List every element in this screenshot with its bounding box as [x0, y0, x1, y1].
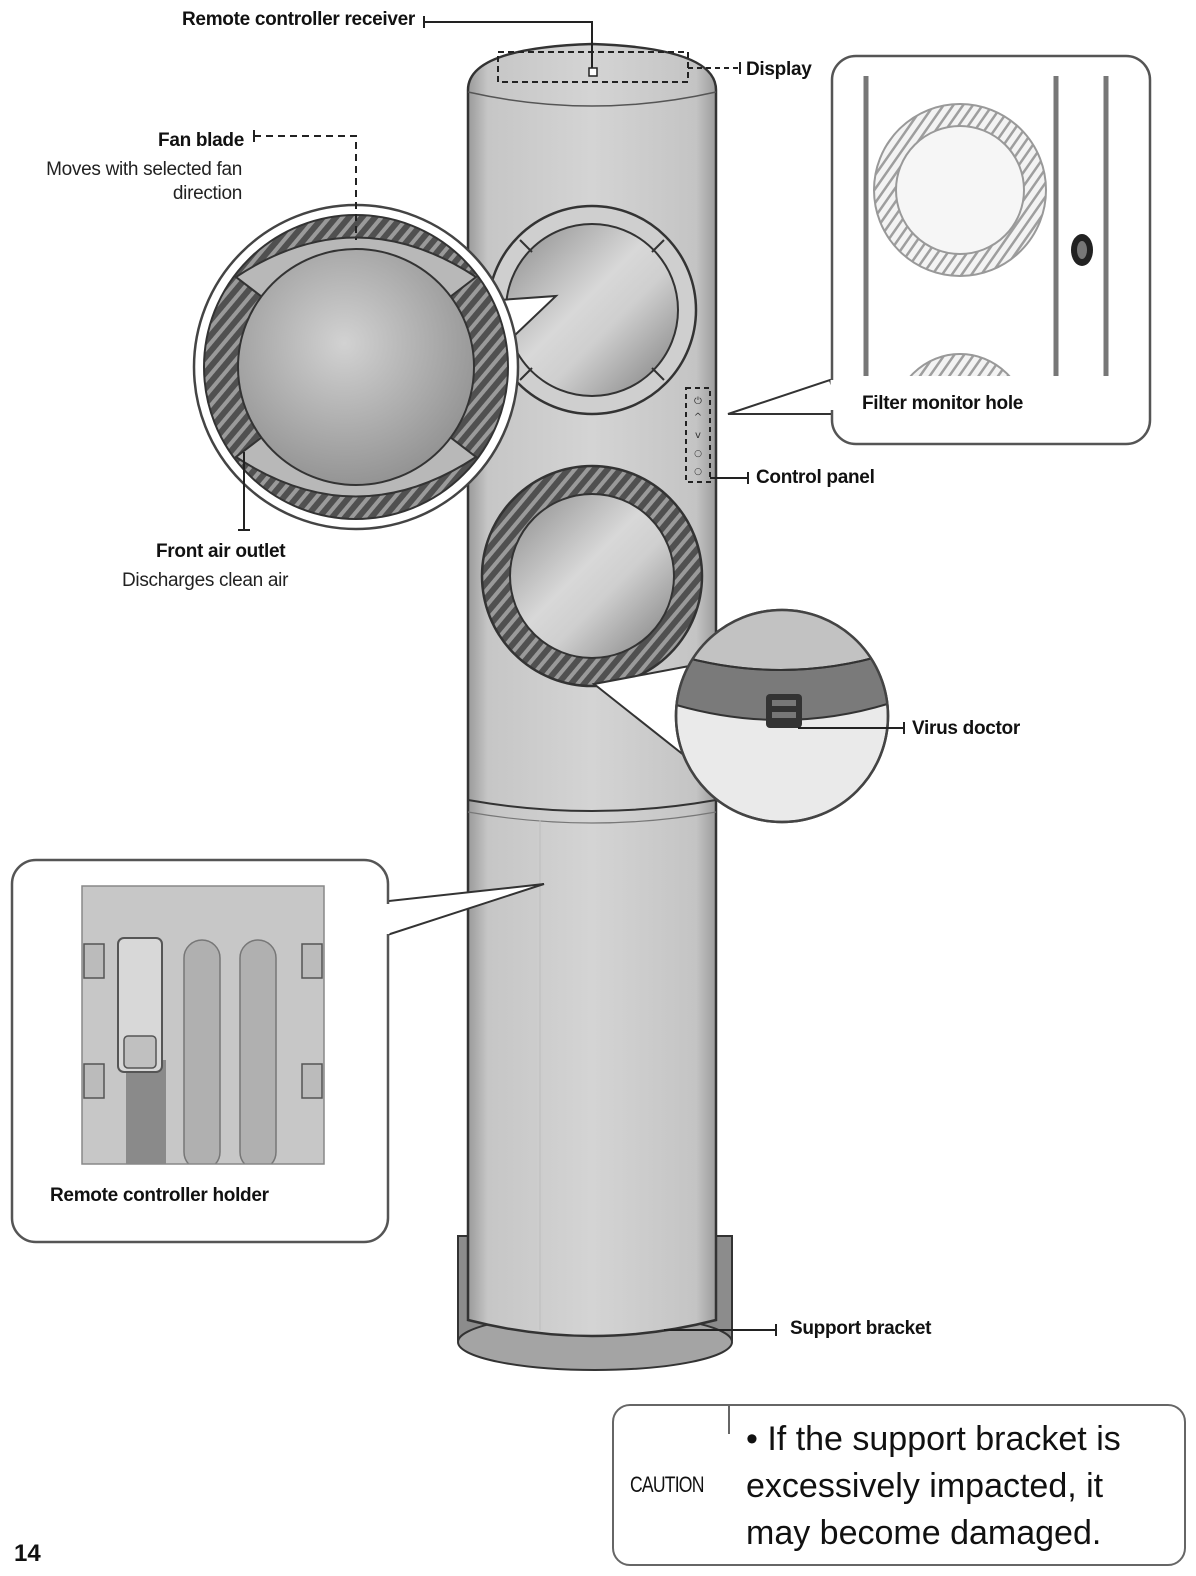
- label-control-panel: Control panel: [756, 467, 875, 488]
- caution-text: • If the support bracket is excessively …: [746, 1420, 1121, 1552]
- label-remote-controller-receiver: Remote controller receiver: [182, 9, 415, 30]
- label-front-air-outlet: Front air outlet: [156, 541, 286, 562]
- label-front-air-outlet-desc: Discharges clean air: [122, 570, 289, 591]
- label-support-bracket: Support bracket: [790, 1318, 932, 1339]
- svg-text:v: v: [695, 430, 701, 441]
- label-remote-controller-holder: Remote controller holder: [50, 1185, 269, 1206]
- label-virus-doctor: Virus doctor: [912, 718, 1020, 739]
- label-filter-monitor-hole: Filter monitor hole: [862, 393, 1024, 414]
- control-panel-graphic: ⏻ ^ v ○ ○: [685, 387, 711, 483]
- label-fan-blade: Fan blade: [158, 130, 244, 151]
- svg-text:⏻: ⏻: [694, 396, 702, 407]
- upper-air-outlet: [486, 204, 698, 416]
- caution-box: [612, 1404, 1186, 1566]
- lower-air-outlet: [480, 464, 704, 688]
- caution-divider: [728, 1404, 730, 1434]
- remote-holder-callout: [10, 858, 545, 1244]
- filter-monitor-callout: [727, 54, 1152, 446]
- fan-blade-magnifier: [192, 203, 559, 531]
- svg-text:^: ^: [694, 412, 702, 423]
- svg-text:○: ○: [694, 449, 702, 459]
- svg-text:○: ○: [694, 467, 702, 477]
- caution-label: CAUTION: [630, 1472, 704, 1497]
- label-display: Display: [746, 59, 812, 80]
- leader-lines: [238, 16, 905, 1336]
- receiver-dot: [588, 67, 598, 77]
- virus-doctor-magnifier: [591, 608, 890, 824]
- label-fan-blade-desc: Moves with selected fan direction: [46, 159, 242, 204]
- page-number: 14: [14, 1540, 41, 1567]
